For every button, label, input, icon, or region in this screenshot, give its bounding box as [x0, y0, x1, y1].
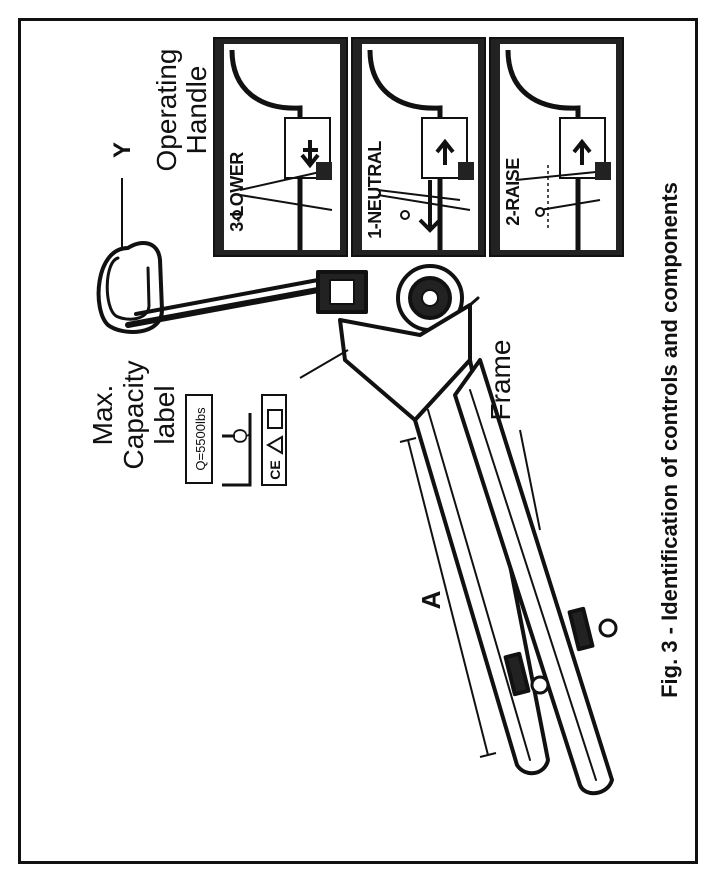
- frame-label: Frame: [485, 340, 516, 421]
- certification-marks: CE: [261, 394, 287, 486]
- dimension-a-line: [399, 437, 497, 758]
- capacity-label-line3: label: [149, 385, 180, 444]
- capacity-label-line2: Capacity: [118, 361, 149, 470]
- panel-raise-label: 2-RAISE: [503, 158, 523, 226]
- up-arrow-icon: [435, 138, 455, 165]
- panel-neutral-label: 1-NEUTRAL: [365, 141, 385, 239]
- dimension-a-label: A: [416, 590, 446, 609]
- panel-neutral: 1-NEUTRAL: [351, 37, 486, 257]
- warning-icon: [265, 435, 283, 455]
- load-symbol: [222, 413, 252, 487]
- ce-mark: CE: [267, 460, 283, 479]
- capacity-leader-line: [299, 349, 349, 379]
- panel-lower-label: 3-LOWER: [227, 152, 247, 232]
- operation-panels: 3-LOWER 1-NEUTRAL 2-RAISE: [213, 37, 624, 257]
- capacity-label-line1: Max.: [87, 385, 118, 446]
- book-icon: [267, 409, 283, 429]
- panel-raise: 2-RAISE: [489, 37, 624, 257]
- frame-leader-line: [519, 429, 541, 531]
- capacity-value-text: Q=5500lbs: [193, 407, 208, 471]
- capacity-value-box: Q=5500lbs: [185, 394, 213, 484]
- handle-label-line2: Handle: [181, 66, 212, 155]
- up-arrow-icon: [572, 138, 592, 165]
- handle-y-label: Y: [109, 142, 136, 158]
- handle-label-line1: Operating: [151, 49, 182, 172]
- load-symbol-q: Q: [230, 428, 252, 444]
- figure-caption: Fig. 3 - Identification of controls and …: [657, 182, 682, 698]
- pallet-truck-drawing: [96, 241, 618, 796]
- down-arrow-icon: [300, 140, 320, 169]
- panel-lower: 3-LOWER: [213, 37, 348, 257]
